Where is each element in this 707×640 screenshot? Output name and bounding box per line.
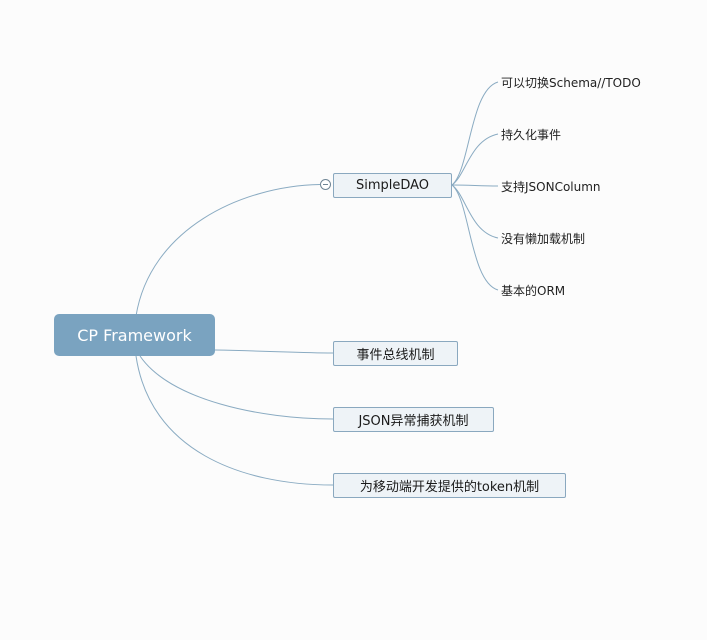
root-label: CP Framework: [77, 325, 192, 345]
branch-node-event-bus[interactable]: 事件总线机制: [333, 341, 458, 366]
connector-simpledao-to-leaf-1: [451, 133, 499, 186]
leaf-switch-schema[interactable]: 可以切换Schema//TODO: [501, 76, 641, 90]
connector-root-to-simpledao: [135, 184, 321, 317]
branch-node-simpledao[interactable]: SimpleDAO: [333, 173, 452, 198]
connectors: [135, 81, 499, 486]
connector-simpledao-to-leaf-2: [451, 184, 499, 187]
branch-label: JSON异常捕获机制: [358, 414, 469, 429]
leaf-persist-events[interactable]: 持久化事件: [501, 128, 562, 142]
branch-label: 事件总线机制: [356, 348, 435, 363]
connector-simpledao-to-leaf-4: [451, 184, 499, 291]
branch-label: SimpleDAO: [355, 178, 430, 193]
leaf-no-lazy-loading[interactable]: 没有懒加载机制: [501, 232, 586, 246]
connector-simpledao-to-leaf-3: [451, 184, 499, 239]
connector-root-to-mobile-token: [135, 355, 334, 486]
branch-node-mobile-token[interactable]: 为移动端开发提供的token机制: [333, 473, 566, 498]
connector-simpledao-to-leaf-0: [451, 81, 499, 186]
leaf-json-column[interactable]: 支持JSONColumn: [501, 180, 601, 194]
collapse-minus-icon[interactable]: [320, 179, 331, 190]
branch-label: 为移动端开发提供的token机制: [359, 480, 540, 495]
connector-root-to-event-bus: [214, 349, 334, 354]
branch-node-json-exception[interactable]: JSON异常捕获机制: [333, 407, 494, 432]
leaf-basic-orm[interactable]: 基本的ORM: [501, 284, 566, 298]
connector-root-to-json-exception: [139, 355, 334, 420]
root-node[interactable]: CP Framework: [54, 314, 215, 356]
